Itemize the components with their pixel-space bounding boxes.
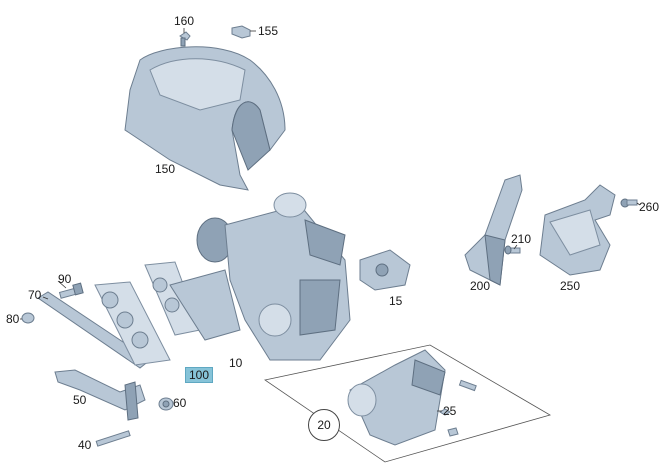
part-90-bolt[interactable] — [58, 282, 84, 299]
label-60[interactable]: 60 — [173, 396, 187, 410]
part-150-heat-shield[interactable] — [124, 46, 286, 191]
part-210-bolt[interactable] — [504, 245, 521, 255]
label-200[interactable]: 200 — [470, 279, 491, 293]
label-160[interactable]: 160 — [174, 14, 195, 28]
part-50-bracket[interactable] — [54, 369, 146, 421]
part-160-bolt[interactable] — [179, 31, 191, 47]
label-25[interactable]: 25 — [443, 404, 457, 418]
label-155[interactable]: 155 — [258, 24, 279, 38]
label-150[interactable]: 150 — [155, 162, 176, 176]
part-80-nut[interactable] — [21, 312, 35, 324]
label-250[interactable]: 250 — [560, 279, 581, 293]
part-20-electric-actuator[interactable] — [347, 349, 446, 446]
label-15[interactable]: 15 — [389, 294, 403, 308]
part-250-heat-shield[interactable] — [539, 184, 616, 276]
part-100-gaskets[interactable] — [94, 261, 201, 366]
label-10[interactable]: 10 — [229, 356, 243, 370]
part-40-stud[interactable] — [95, 430, 131, 447]
label-100[interactable]: 100 — [185, 367, 214, 383]
part-25-clips[interactable] — [439, 379, 477, 437]
label-80[interactable]: 80 — [6, 312, 20, 326]
part-260-bolt[interactable] — [620, 198, 638, 208]
part-200-bracket[interactable] — [464, 174, 523, 286]
part-60-nut[interactable] — [158, 397, 174, 411]
label-20: 20 — [317, 418, 331, 432]
label-260[interactable]: 260 — [639, 200, 660, 214]
leader-lines — [20, 28, 641, 412]
part-20-group-frame — [264, 344, 552, 463]
label-90[interactable]: 90 — [58, 272, 72, 286]
label-50[interactable]: 50 — [73, 393, 87, 407]
part-15-actuator[interactable] — [359, 249, 411, 291]
label-70[interactable]: 70 — [28, 288, 42, 302]
label-40[interactable]: 40 — [78, 438, 92, 452]
label-20-circle[interactable]: 20 — [308, 409, 340, 441]
part-10-turbocharger[interactable] — [169, 192, 351, 361]
part-155-clip[interactable] — [231, 25, 251, 39]
label-210[interactable]: 210 — [511, 232, 532, 246]
